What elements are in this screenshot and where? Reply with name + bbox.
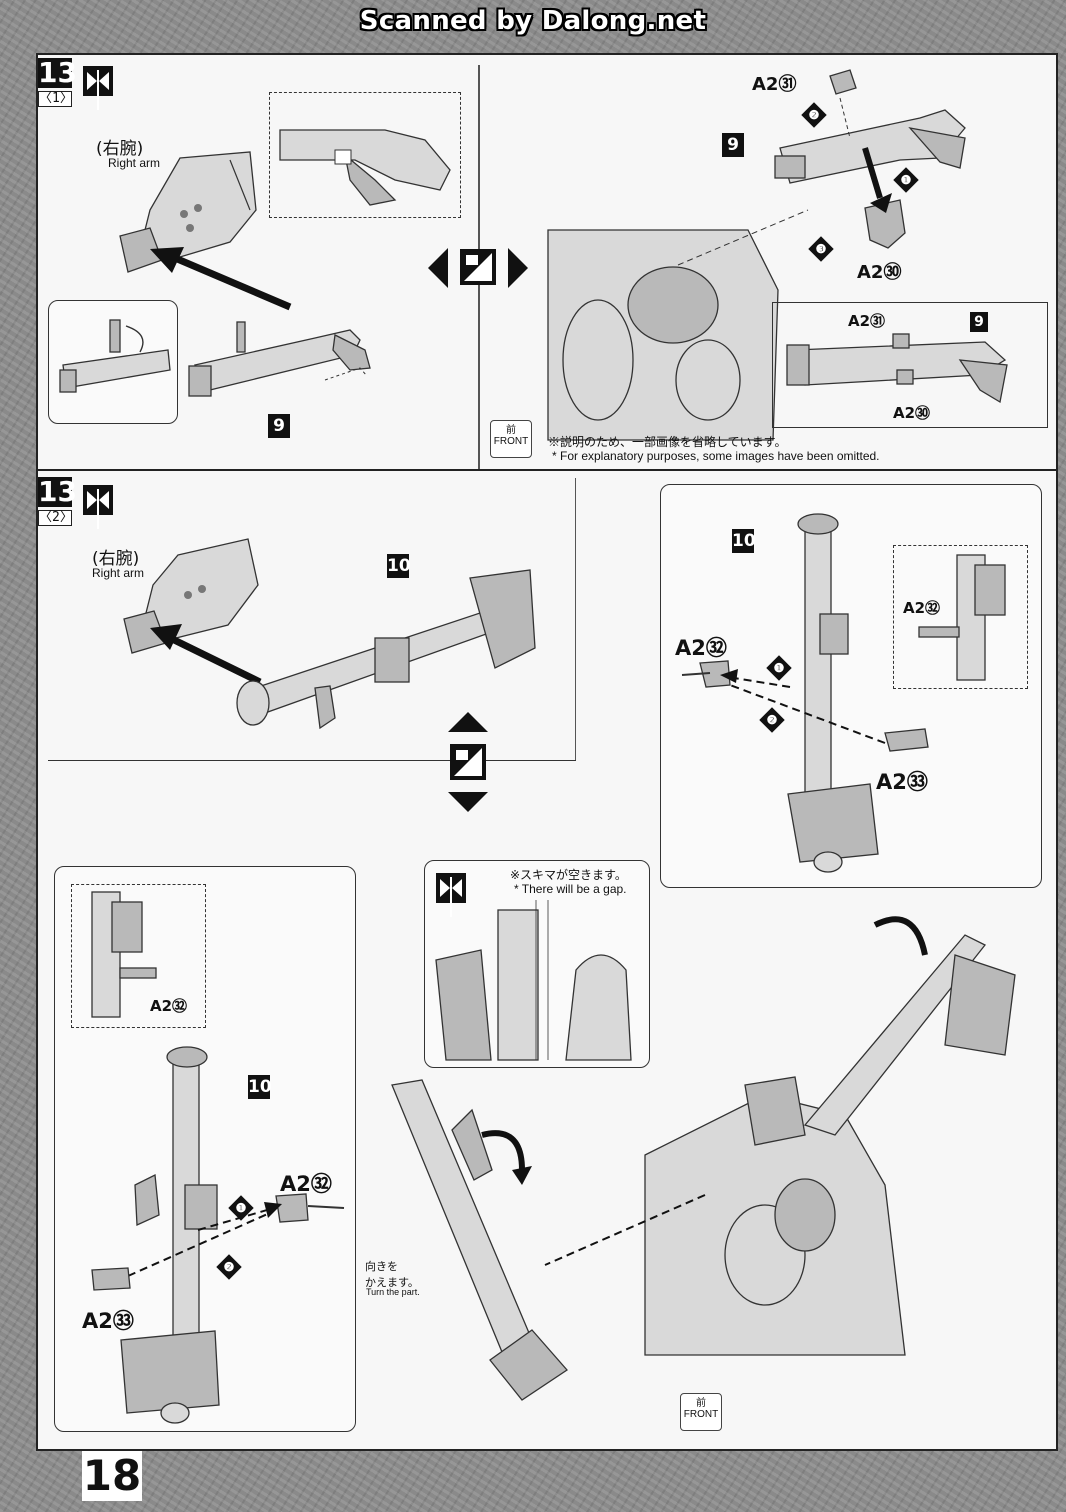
right-arm-label-jp: (右腕) [96, 139, 144, 159]
detail-part-9: 9 [970, 312, 988, 332]
part-a2-33-label-left: A2㉝ [82, 1309, 134, 1333]
seq-3-1: ❶ [228, 1195, 254, 1221]
detail-box-a2-32 [893, 545, 1028, 689]
step-number-2: 13 [38, 475, 77, 508]
part-a2-33-label: A2㉝ [876, 770, 928, 794]
a2-32-left-detail-illustration [91, 891, 157, 1018]
right-arm-illustration [119, 151, 257, 273]
bazooka-10-illustration [236, 569, 536, 730]
panel-divider-3 [48, 760, 576, 761]
bazooka-vertical-illustration [787, 513, 879, 873]
sight-flip-detail [59, 319, 171, 393]
fit-icon-2 [83, 485, 113, 529]
part-a2-31-label: A2㉛ [752, 74, 797, 95]
view-switch-icon-2 [448, 712, 488, 812]
turn-note-en: Turn the part. [366, 1287, 420, 1297]
detail-box-grip [269, 92, 461, 218]
rifle-assembled-detail [786, 333, 1008, 404]
part-10-badge-right: 10 [732, 529, 756, 553]
seq-1: ❶ [893, 167, 919, 193]
note-en: * For explanatory purposes, some images … [552, 449, 880, 463]
step-sub-number: 〈1〉 [38, 91, 73, 107]
step-divider [36, 469, 1058, 471]
part-9-badge: 9 [268, 414, 290, 438]
right-arm-label-en-2: Right arm [92, 566, 145, 580]
fit-icon-3 [436, 873, 466, 917]
detail-a2-31: A2㉛ [848, 312, 886, 330]
insert-arrow-2 [150, 624, 262, 686]
part-a2-32-label-left: A2㉜ [280, 1172, 332, 1196]
mobile-suit-torso-illustration [547, 209, 809, 441]
rifle-grip-detail [279, 129, 451, 206]
panel-divider-2 [575, 478, 576, 760]
insert-arrow [150, 247, 292, 311]
detail-box-a2-32-left [71, 884, 206, 1028]
seq-3-2: ❷ [216, 1254, 242, 1280]
part-10-badge-left: 10 [248, 1075, 272, 1099]
seq-3: ❸ [808, 236, 834, 262]
mobile-suit-bazooka-mounted-illustration [544, 916, 1016, 1356]
turn-note-jp: 向きを かえます。 [365, 1260, 419, 1289]
watermark: Scanned by Dalong.net [359, 6, 707, 36]
seq-2-2: ❷ [759, 707, 785, 733]
note-jp: ※説明のため、一部画像を省略しています。 [548, 435, 787, 449]
gap-note-jp: ※スキマが空きます。 [510, 868, 627, 882]
seq-2: ❷ [801, 102, 827, 128]
fit-icon [83, 66, 113, 110]
step-number: 13 [38, 56, 77, 89]
right-arm-label-en: Right arm [108, 156, 161, 170]
view-switch-icon [428, 248, 528, 288]
rifle-9-illustration [188, 321, 371, 397]
seq-2-1: ❶ [766, 655, 792, 681]
step-sub-number-2: 〈2〉 [38, 510, 73, 526]
part-10-badge: 10 [387, 554, 411, 578]
page-number: 18 [82, 1451, 142, 1501]
right-arm-label-jp-2: (右腕) [92, 549, 140, 569]
rifle-9-assembly-illustration [774, 69, 966, 249]
part-a2-30-label: A2㉚ [857, 262, 902, 283]
part-9-badge-right: 9 [722, 133, 744, 157]
bazooka-turn-illustration [391, 1079, 568, 1401]
detail-a2-32: A2㉜ [903, 599, 941, 617]
a2-32-detail-illustration [918, 554, 1006, 681]
detail-a2-30: A2㉚ [893, 404, 931, 422]
a2-32-33-arrows [681, 660, 929, 752]
part-a2-32-label: A2㉜ [675, 636, 727, 660]
a2-32-33-arrows-left [91, 1193, 345, 1291]
gap-detail-illustration [435, 900, 632, 1061]
detail-box-assembled [772, 302, 1048, 428]
detail-a2-32-left: A2㉜ [150, 997, 188, 1015]
gap-note-en: * There will be a gap. [514, 882, 627, 896]
